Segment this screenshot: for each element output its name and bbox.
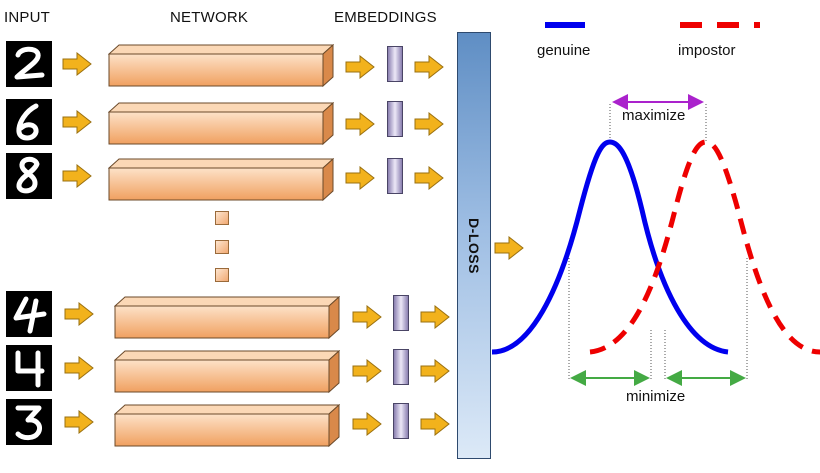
d-loss-block: D-LOSS [457, 32, 491, 459]
embedding-vector [393, 349, 409, 385]
header-input: INPUT [4, 9, 50, 26]
arrow-icon [352, 305, 382, 329]
arrow-icon [420, 305, 450, 329]
arrow-icon [62, 52, 92, 76]
input-digit-4b [6, 345, 52, 391]
arrow-icon [62, 110, 92, 134]
arrow-icon [64, 410, 94, 434]
embedding-vector [387, 158, 403, 194]
arrow-icon [345, 55, 375, 79]
distribution-plot [491, 94, 820, 386]
input-digit-3 [6, 399, 52, 445]
embedding-vector [387, 101, 403, 137]
ellipsis-dot [215, 240, 229, 254]
legend-lines [545, 22, 760, 28]
minimize-label: minimize [626, 388, 686, 405]
network-block [114, 350, 340, 394]
maximize-label: maximize [622, 107, 686, 124]
genuine-curve [491, 139, 729, 355]
embedding-vector [387, 46, 403, 82]
arrow-icon [494, 236, 524, 260]
embedding-vector [393, 403, 409, 439]
arrow-icon [64, 302, 94, 326]
network-block [108, 158, 334, 202]
arrow-icon [414, 55, 444, 79]
arrow-icon [420, 412, 450, 436]
input-digit-4a [6, 291, 52, 337]
input-digit-2 [6, 41, 52, 87]
network-block [108, 44, 334, 88]
embedding-vector [393, 295, 409, 331]
network-block [108, 102, 334, 146]
ellipsis-dot [215, 268, 229, 282]
arrow-icon [345, 112, 375, 136]
input-digit-6 [6, 99, 52, 145]
arrow-icon [345, 166, 375, 190]
d-loss-label: D-LOSS [466, 217, 482, 274]
header-network: NETWORK [170, 9, 249, 26]
arrow-icon [352, 359, 382, 383]
legend-genuine-label: genuine [537, 42, 591, 59]
impostor-curve [589, 139, 820, 355]
network-block [114, 404, 340, 448]
arrow-icon [420, 359, 450, 383]
ellipsis-dot [215, 211, 229, 225]
arrow-icon [352, 412, 382, 436]
network-block [114, 296, 340, 340]
arrow-icon [64, 356, 94, 380]
input-digit-8 [6, 153, 52, 199]
header-embeddings: EMBEDDINGS [334, 9, 437, 26]
arrow-icon [62, 164, 92, 188]
arrow-icon [414, 112, 444, 136]
arrow-icon [414, 166, 444, 190]
legend-impostor-label: impostor [678, 42, 736, 59]
